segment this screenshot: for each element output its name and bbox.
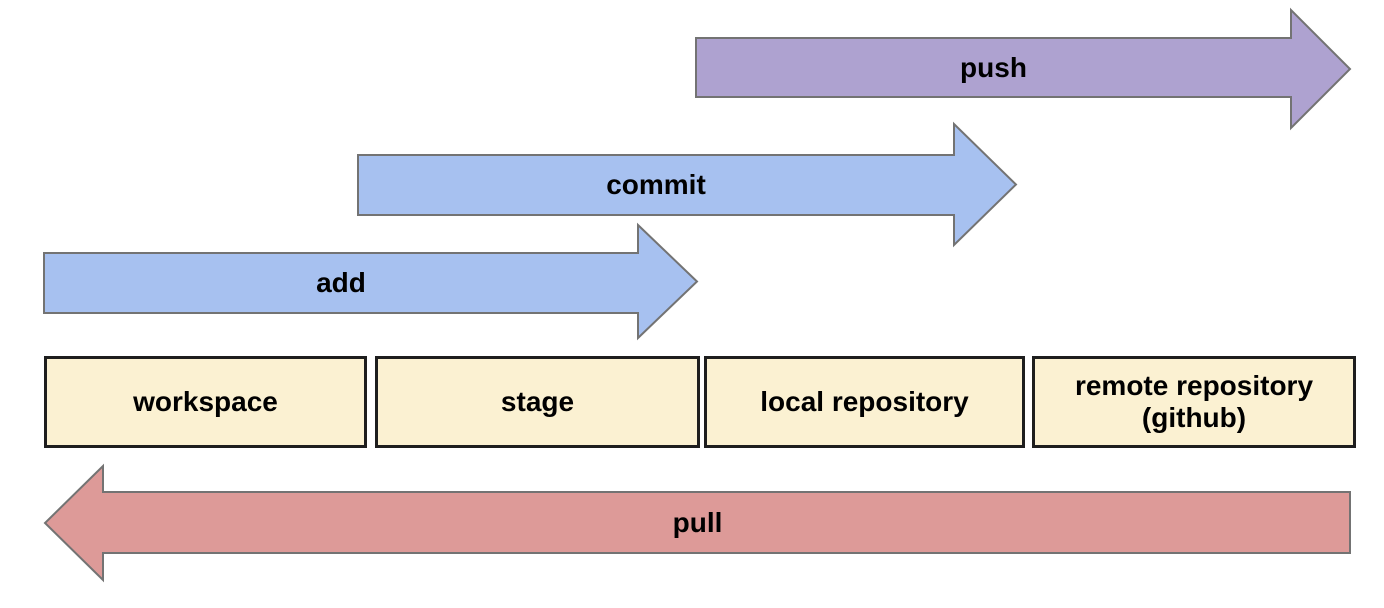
remote-repository-box-label: remote repository <box>1074 370 1314 401</box>
add-arrow: add <box>43 222 699 341</box>
remote-repository-box: remote repository (github) <box>1032 356 1356 448</box>
push-arrow-shape <box>695 7 1352 131</box>
local-repository-box-label: local repository <box>760 386 969 417</box>
remote-repository-box-label-line2: (github) <box>1141 402 1247 433</box>
right-arrow-icon <box>695 7 1352 131</box>
stage-box-label: stage <box>500 386 575 417</box>
stage-box: stage <box>375 356 700 448</box>
workspace-box: workspace <box>44 356 367 448</box>
right-arrow-icon <box>357 121 1018 248</box>
add-arrow-shape <box>43 222 699 341</box>
pull-arrow-shape <box>43 463 1351 583</box>
left-arrow-icon <box>43 463 1351 583</box>
workspace-box-label: workspace <box>133 386 278 417</box>
pull-arrow: pull <box>43 463 1351 583</box>
push-arrow: push <box>695 7 1352 131</box>
local-repository-box: local repository <box>704 356 1025 448</box>
right-arrow-icon <box>43 222 699 341</box>
commit-arrow-shape <box>357 121 1018 248</box>
